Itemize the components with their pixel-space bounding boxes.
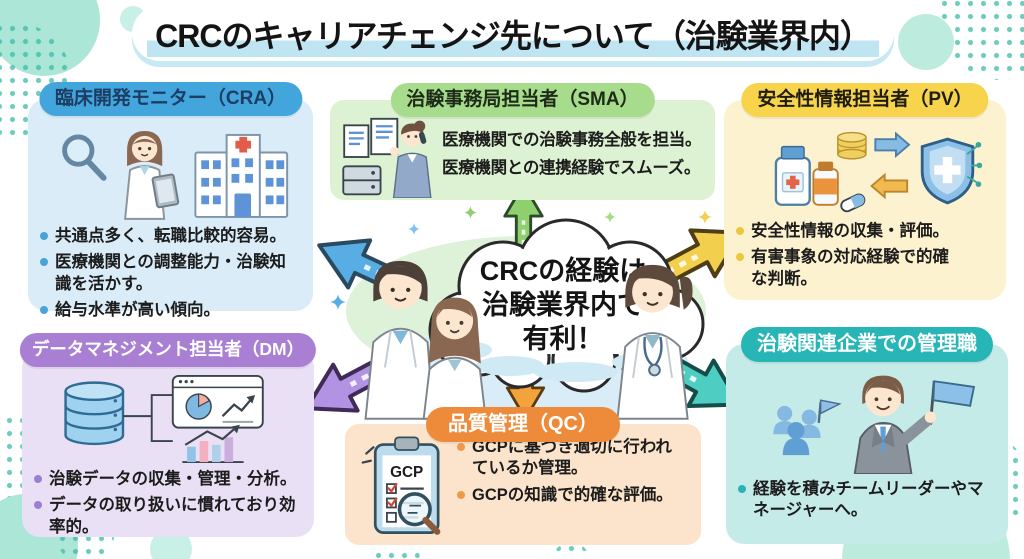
sma-line-2: 医療機関との連携経験でスムーズ。 — [442, 159, 701, 178]
sparkle — [698, 210, 712, 229]
bullet-text: 治験データの収集・管理・分析。 — [49, 470, 297, 488]
bullet-dot — [457, 490, 465, 499]
list-item: 医療機関との調整能力・治験知識を活かす。 — [40, 252, 301, 295]
card-cra: 臨床開発モニター（CRA） — [28, 82, 313, 319]
gcp-label: GCP — [390, 464, 423, 481]
sparkle — [408, 222, 420, 240]
crc-staff-illustration-left — [352, 248, 507, 425]
title-banner: CRCのキャリアチェンジ先について（治験業界内） — [132, 6, 894, 61]
bullet-dot — [34, 501, 42, 510]
bullet-dot — [738, 485, 746, 493]
list-item: データの取り扱いに慣れており効率的。 — [34, 495, 302, 538]
card-qc: 品質管理（QC） GCP — [345, 407, 701, 545]
list-item: GCPに基づき適切に行われているか管理。 — [457, 437, 687, 480]
cloud-line-1: CRCの経験は — [479, 256, 647, 286]
bullet-text: 安全性情報の収集・評価。 — [751, 222, 949, 240]
list-item: 有害事象の対応経験で的確な判断。 — [736, 247, 994, 290]
bullet-text: データの取り扱いに慣れており効率的。 — [49, 496, 296, 536]
deco-dots-circle — [552, 542, 590, 559]
cloud-line-2: 治験業界内で — [482, 290, 644, 320]
card-header-pv: 安全性情報担当者（PV） — [741, 83, 989, 117]
card-header-qc: 品質管理（QC） — [426, 407, 620, 442]
bullet-dot — [736, 227, 744, 235]
bullet-dot — [40, 258, 48, 267]
bullet-text: GCPの知識で的確な評価。 — [472, 485, 673, 504]
list-item: 給与水準が高い傾向。 — [40, 300, 301, 321]
card-header-cra: 臨床開発モニター（CRA） — [38, 82, 303, 116]
sparkle — [464, 206, 477, 224]
card-header-mgmt: 治験関連企業での管理職 — [741, 327, 993, 362]
bullet-text: 共通点多く、転職比較的容易。 — [55, 227, 286, 245]
cra-illustration — [28, 125, 313, 221]
deco-circle — [898, 14, 954, 70]
list-item: 安全性情報の収集・評価。 — [736, 221, 994, 242]
bullet-dot — [40, 232, 48, 240]
sma-illustration — [340, 116, 436, 198]
bullet-text: 給与水準が高い傾向。 — [55, 301, 220, 320]
bullet-text: GCPに基づき適切に行われているか管理。 — [472, 438, 672, 478]
cloud-message: CRCの経験は 治験業界内で 有利！ — [398, 254, 728, 356]
bullet-text: 有害事象の対応経験で的確な判断。 — [751, 248, 949, 288]
list-item: 治験データの収集・管理・分析。 — [34, 469, 302, 490]
card-pv: 安全性情報担当者（PV） — [724, 83, 1006, 300]
page-title: CRCのキャリアチェンジ先について（治験業界内） — [147, 10, 879, 57]
crc-staff-illustration-right — [598, 250, 710, 425]
card-mgmt: 治験関連企業での管理職 — [726, 327, 1008, 544]
bullet-dot — [736, 253, 744, 262]
list-item: GCPの知識で的確な評価。 — [457, 485, 687, 506]
sma-line-1: 医療機関での治験事務全般を担当。 — [442, 131, 702, 149]
bullet-dot — [34, 475, 42, 483]
bullet-text: 医療機関との調整能力・治験知識を活かす。 — [55, 253, 286, 293]
card-header-dm: データマネジメント担当者（DM） — [19, 333, 317, 367]
card-sma: 治験事務局担当者（SMA） — [330, 83, 715, 200]
pv-illustration — [724, 126, 1006, 216]
bullet-dot — [40, 306, 48, 315]
mgmt-illustration — [726, 368, 1008, 474]
list-item: 経験を積みチームリーダーやマネージャーへ。 — [738, 479, 996, 522]
list-item: 共通点多く、転職比較的容易。 — [40, 226, 301, 247]
bullet-dot — [457, 443, 465, 451]
qc-illustration: GCP — [359, 432, 449, 538]
sparkle — [604, 210, 616, 228]
card-header-sma: 治験事務局担当者（SMA） — [390, 83, 655, 117]
bullet-text: 経験を積みチームリーダーやマネージャーへ。 — [753, 480, 984, 520]
dm-illustration — [22, 374, 314, 464]
cloud-line-3: 有利！ — [522, 324, 604, 354]
card-dm: データマネジメント担当者（DM） — [19, 333, 317, 538]
sparkle — [330, 294, 346, 315]
